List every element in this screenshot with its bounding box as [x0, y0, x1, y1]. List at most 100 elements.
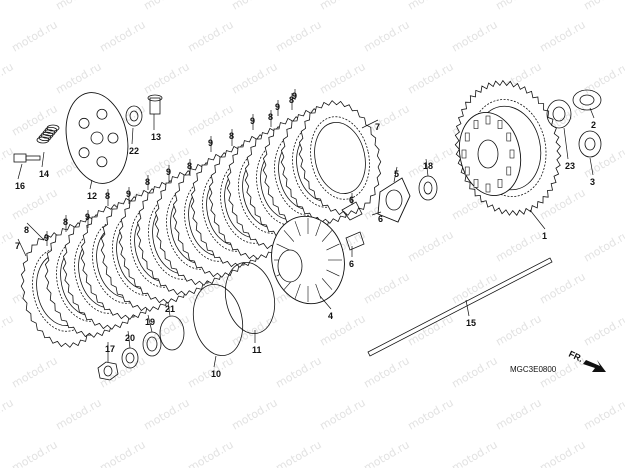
watermark-text: motod.ru — [273, 354, 323, 390]
callout-number: 9 — [85, 212, 90, 222]
lifter-bolt-head — [147, 94, 163, 102]
lock-washer-bore — [146, 336, 158, 352]
callout-number: 12 — [87, 191, 97, 201]
callout-number: 20 — [125, 333, 135, 343]
watermark-text: motod.ru — [317, 0, 367, 13]
callout-number: 8 — [187, 161, 192, 171]
watermark-text: motod.ru — [317, 312, 367, 348]
watermark-text: motod.ru — [361, 270, 411, 306]
watermark-text: motod.ru — [53, 396, 103, 432]
pressure-plate — [65, 92, 129, 184]
watermark-text: motod.ru — [9, 354, 59, 390]
clutch-spring — [36, 124, 60, 144]
watermark-text: motod.ru — [405, 396, 455, 432]
clutch-disc — [298, 100, 382, 216]
callout-number: 9 — [275, 102, 280, 112]
callout-number: 7 — [15, 241, 20, 251]
callout-number: 2 — [591, 120, 596, 130]
callout-number: 8 — [63, 217, 68, 227]
watermark-text: motod.ru — [493, 396, 543, 432]
watermark-text: motod.ru — [0, 60, 16, 96]
callout-number: 14 — [39, 169, 49, 179]
callout-number: 13 — [151, 132, 161, 142]
watermark-text: motod.ru — [361, 438, 411, 468]
watermark-text: motod.ru — [537, 18, 587, 54]
spring-bolt-shank — [25, 155, 41, 161]
watermark-text: motod.ru — [449, 270, 499, 306]
callout-number: 9 — [166, 167, 171, 177]
watermark-text: motod.ru — [0, 144, 16, 180]
callout-leader — [529, 209, 546, 230]
watermark-text: motod.ru — [405, 312, 455, 348]
thrust-washer — [578, 130, 602, 158]
watermark-text: motod.ru — [405, 60, 455, 96]
watermark-text: motod.ru — [53, 60, 103, 96]
watermark-text: motod.ru — [0, 0, 16, 13]
watermark-text: motod.ru — [317, 396, 367, 432]
lifter-rod — [367, 257, 553, 357]
callout-number: 15 — [466, 318, 476, 328]
spline-washer — [418, 175, 438, 201]
watermark-text: motod.ru — [9, 438, 59, 468]
callout-leader — [589, 157, 594, 176]
cam-weight — [341, 201, 363, 221]
diagram-code: MGC3E0800 — [510, 365, 557, 374]
watermark-text: motod.ru — [9, 186, 59, 222]
callout-number: 6 — [349, 259, 354, 269]
watermark-text: motod.ru — [273, 18, 323, 54]
watermark-text: motod.ru — [185, 18, 235, 54]
watermark-text: motod.ru — [449, 354, 499, 390]
callout-number: 9 — [44, 233, 49, 243]
callout-leader — [17, 238, 27, 257]
bearing — [125, 105, 143, 127]
watermark-text: motod.ru — [185, 438, 235, 468]
lifter-bolt — [149, 97, 161, 115]
watermark-text: motod.ru — [273, 438, 323, 468]
callout-number: 6 — [378, 214, 383, 224]
watermark-text: motod.ru — [97, 18, 147, 54]
callout-number: 22 — [129, 146, 139, 156]
watermark-text: motod.ru — [9, 18, 59, 54]
watermark-text: motod.ru — [581, 60, 625, 96]
callout-number: 8 — [289, 95, 294, 105]
watermark-text: motod.ru — [581, 312, 625, 348]
callout-number: 11 — [252, 345, 262, 355]
callout-number: 8 — [145, 177, 150, 187]
lock-nut — [97, 361, 119, 381]
callout-leader — [167, 301, 171, 317]
lock-washer-bore — [125, 352, 135, 364]
front-arrow-icon — [583, 360, 606, 372]
callout-number: 4 — [328, 311, 333, 321]
callout-number: 7 — [375, 122, 380, 132]
watermark-text: motod.ru — [537, 438, 587, 468]
watermark-text: motod.ru — [405, 228, 455, 264]
watermark-text: motod.ru — [141, 60, 191, 96]
callout-leader — [89, 179, 93, 190]
outer-guide-collar-bore — [579, 94, 595, 106]
callout-number: 18 — [423, 161, 433, 171]
callout-number: 3 — [590, 177, 595, 187]
callout-leader — [147, 314, 153, 333]
watermark-text: motod.ru — [493, 0, 543, 13]
watermark-text: motod.ru — [405, 0, 455, 13]
callout-leader — [17, 163, 23, 180]
lock-nut-bore — [103, 365, 113, 377]
callout-number: 8 — [229, 131, 234, 141]
watermark-text: motod.ru — [361, 354, 411, 390]
watermark-text: motod.ru — [229, 396, 279, 432]
watermark-text: motod.ru — [581, 228, 625, 264]
callout-leader — [393, 166, 398, 183]
watermark-text: motod.ru — [581, 0, 625, 13]
watermark-text: motod.ru — [97, 438, 147, 468]
thrust-washer-bore — [584, 137, 596, 151]
callout-leader — [361, 119, 379, 129]
callout-number: 1 — [542, 231, 547, 241]
callout-layer: 1234566677888888889999999910111213141516… — [15, 89, 596, 379]
callout-leader — [465, 299, 470, 317]
watermark-text: motod.ru — [229, 60, 279, 96]
spline-washer-bore — [423, 181, 433, 195]
watermark-text: motod.ru — [449, 438, 499, 468]
watermark-text: motod.ru — [0, 396, 16, 432]
watermark-text: motod.ru — [493, 312, 543, 348]
